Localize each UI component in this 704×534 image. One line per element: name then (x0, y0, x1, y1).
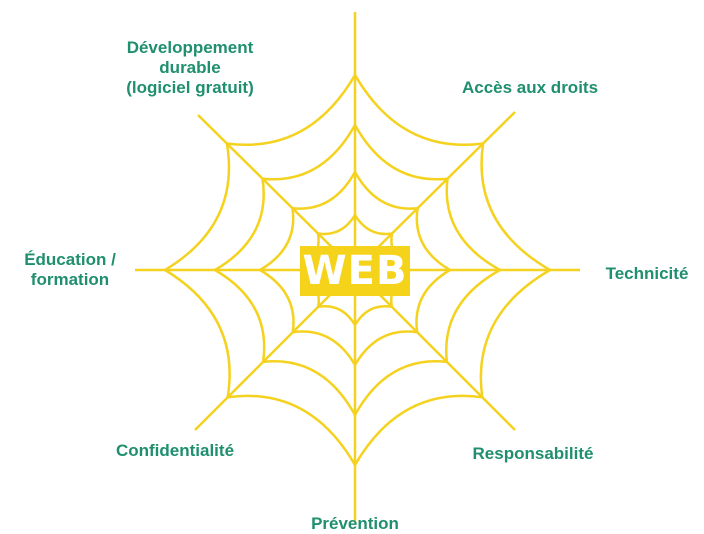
web-spoke (197, 114, 356, 271)
web-ring (212, 124, 503, 418)
web-ring (162, 74, 553, 468)
center-web-box: WEB (300, 246, 410, 296)
label-developpement-line2: durable (159, 58, 221, 77)
label-technicite: Technicité (605, 264, 689, 283)
label-prevention: Prévention (311, 514, 399, 533)
label-education-line1: Éducation / (24, 250, 116, 269)
web-spoke (354, 111, 516, 271)
center-web-label: WEB (302, 248, 408, 294)
label-confidentialite: Confidentialité (115, 441, 235, 460)
label-responsabilite: Responsabilité (472, 444, 594, 463)
label-acces-aux-droits: Accès aux droits (461, 78, 599, 97)
web-ring (257, 171, 453, 368)
label-education-line2: formation (30, 270, 110, 289)
label-education-formation: Éducation / formation (0, 250, 140, 290)
label-developpement-line1: Développement (126, 38, 254, 57)
label-developpement-durable: Développement durable (logiciel gratuit) (95, 38, 285, 98)
label-developpement-line3: (logiciel gratuit) (126, 78, 254, 97)
web-spoke (354, 269, 516, 431)
web-spoke (194, 269, 356, 431)
